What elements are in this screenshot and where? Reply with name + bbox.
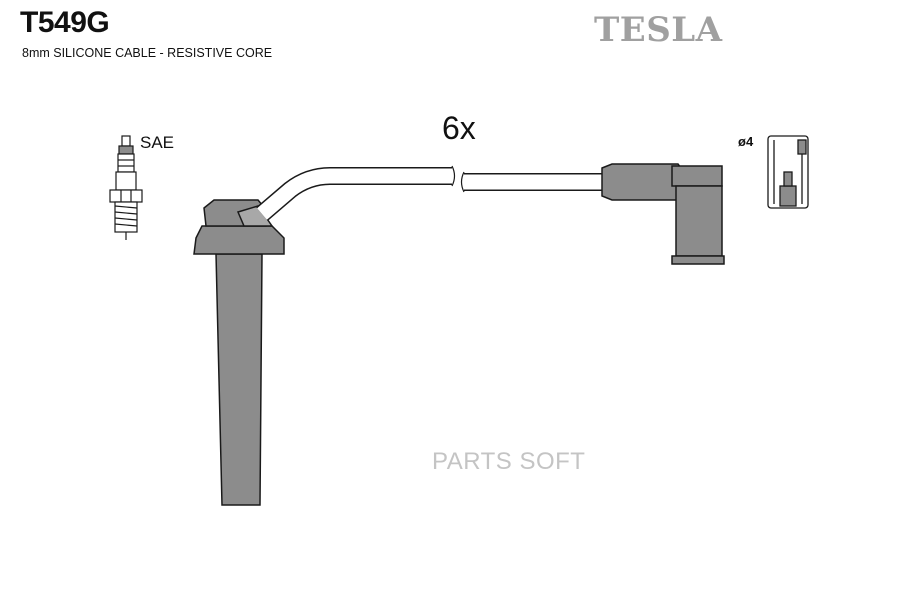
brand-logo: TESLA (594, 10, 723, 50)
plug-boot (193, 199, 285, 506)
watermark: PARTS SOFT (432, 448, 586, 475)
cable (256, 165, 604, 221)
spark-plug-standard-label: SAE (140, 133, 175, 152)
distributor-boot (601, 163, 725, 265)
cable-description: 8mm SILICONE CABLE - RESISTIVE CORE (22, 46, 273, 60)
terminal-contact (767, 135, 809, 209)
quantity-label: 6x (442, 110, 476, 146)
terminal-diameter-label: ø4 (738, 134, 754, 149)
spark-plug (109, 135, 143, 240)
part-number: T549G (20, 6, 110, 39)
